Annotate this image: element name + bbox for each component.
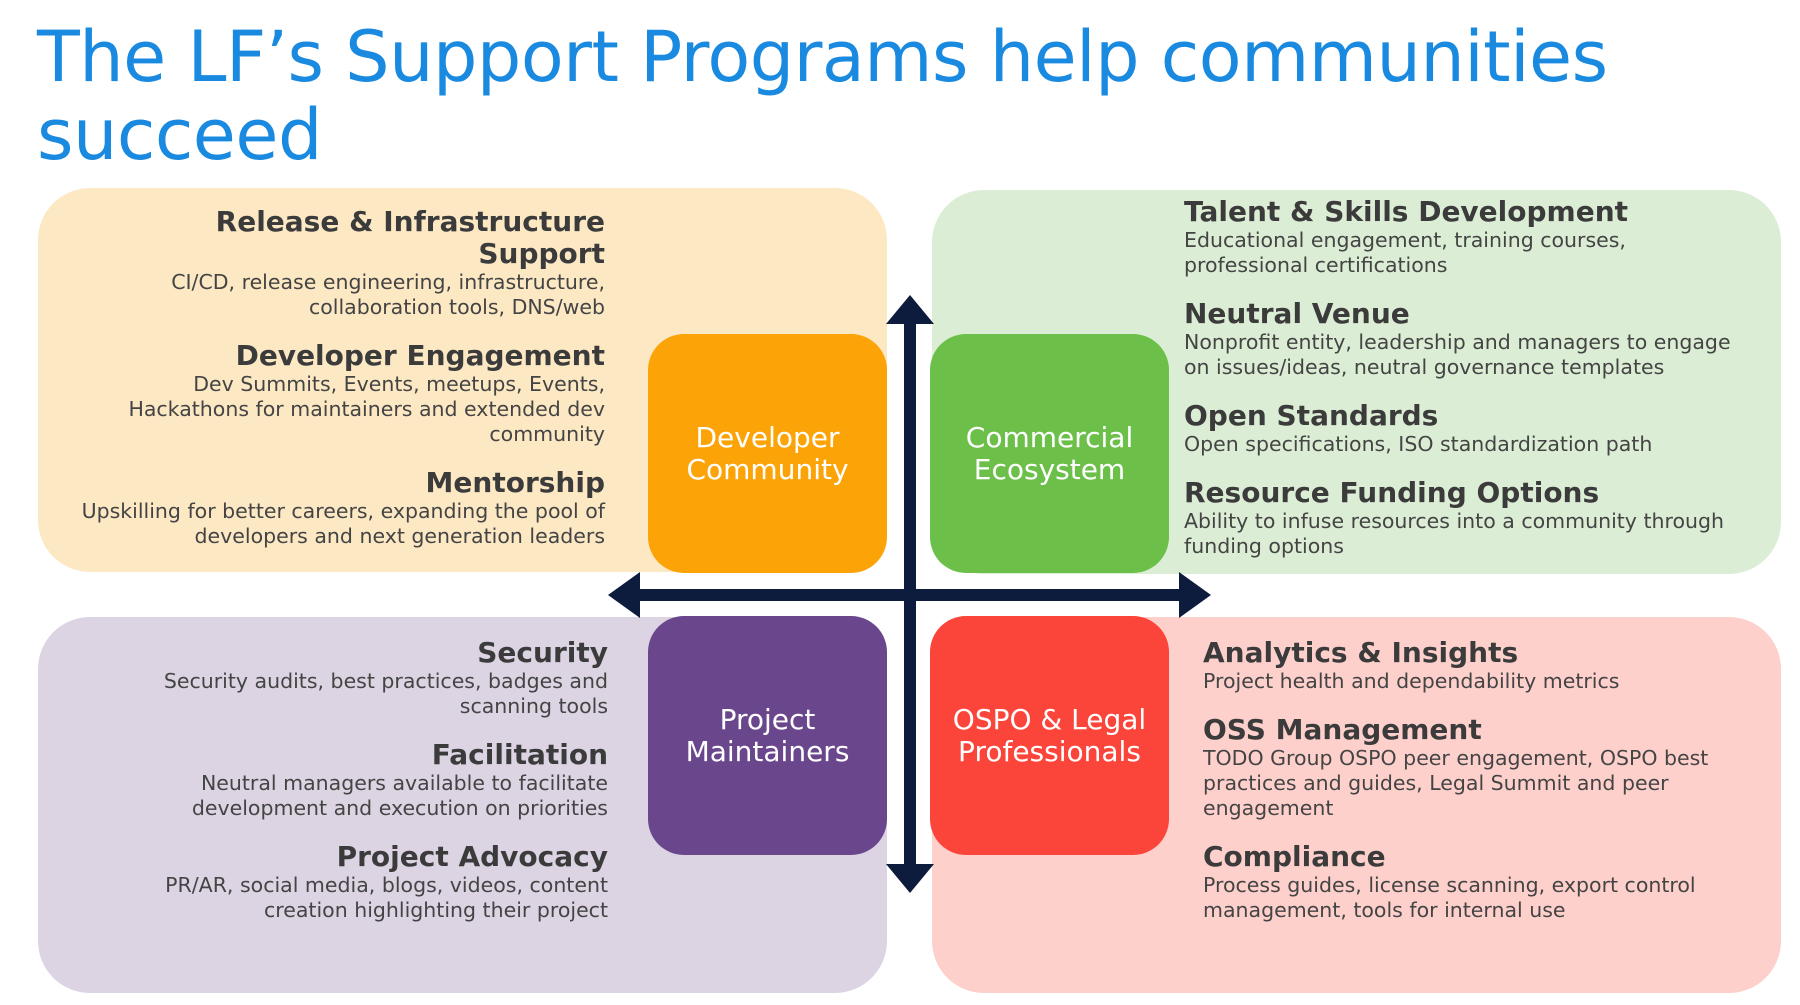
program-description: Neutral managers available to facilitate…: [191, 771, 608, 820]
program-description: TODO Group OSPO peer engagement, OSPO be…: [1203, 746, 1709, 820]
program-description: Upskilling for better careers, expanding…: [81, 499, 605, 548]
program-item: OSS Management TODO Group OSPO peer enga…: [1203, 714, 1748, 821]
ospo-legal-items: Analytics & Insights Project health and …: [1203, 637, 1748, 943]
hub-label-line: OSPO & Legal: [952, 702, 1147, 736]
hub-label-line: Project: [719, 702, 816, 736]
page-title: The LF’s Support Programs help communiti…: [37, 16, 1608, 176]
program-heading: Compliance: [1203, 840, 1386, 873]
commercial-ecosystem-hub: Commercial Ecosystem: [930, 334, 1169, 573]
program-description: Open specifications, ISO standardization…: [1184, 432, 1653, 456]
hub-label-line: Ecosystem: [973, 452, 1126, 486]
program-item: Facilitation Neutral managers available …: [80, 739, 608, 821]
program-heading: Project Advocacy: [336, 840, 608, 873]
program-description: Nonprofit entity, leadership and manager…: [1184, 330, 1731, 379]
ospo-legal-hub: OSPO & Legal Professionals: [930, 616, 1169, 855]
program-heading: Mentorship: [425, 466, 605, 499]
program-item: Talent & Skills Development Educational …: [1184, 196, 1744, 278]
program-item: Neutral Venue Nonprofit entity, leadersh…: [1184, 298, 1744, 380]
program-description: CI/CD, release engineering, infrastructu…: [171, 270, 605, 319]
arrow-up-icon: [886, 295, 934, 324]
hub-label-line: Community: [686, 452, 849, 486]
program-item: Project Advocacy PR/AR, social media, bl…: [80, 841, 608, 923]
program-item: Analytics & Insights Project health and …: [1203, 637, 1748, 694]
program-item: Security Security audits, best practices…: [80, 637, 608, 719]
program-description: Dev Summits, Events, meetups, Events, Ha…: [128, 372, 605, 446]
commercial-ecosystem-items: Talent & Skills Development Educational …: [1184, 196, 1744, 579]
program-description: Ability to infuse resources into a commu…: [1184, 509, 1725, 558]
program-item: Release & Infrastructure Support CI/CD, …: [80, 206, 605, 320]
program-description: Project health and dependability metrics: [1203, 669, 1620, 693]
program-description: PR/AR, social media, blogs, videos, cont…: [165, 873, 608, 922]
program-description: Process guides, license scanning, export…: [1203, 873, 1696, 922]
program-item: Resource Funding Options Ability to infu…: [1184, 477, 1744, 559]
program-heading: Security: [477, 636, 608, 669]
arrow-left-icon: [608, 572, 640, 618]
program-description: Security audits, best practices, badges …: [163, 669, 608, 718]
program-heading: Talent & Skills Development: [1184, 195, 1629, 228]
program-heading: Analytics & Insights: [1203, 636, 1519, 669]
program-heading: Neutral Venue: [1184, 297, 1410, 330]
hub-label-line: Developer: [695, 420, 840, 454]
developer-community-items: Release & Infrastructure Support CI/CD, …: [80, 206, 605, 569]
program-heading: Facilitation: [431, 738, 608, 771]
program-item: Developer Engagement Dev Summits, Events…: [80, 340, 605, 447]
program-item: Compliance Process guides, license scann…: [1203, 841, 1748, 923]
hub-label-line: Commercial: [965, 420, 1134, 454]
arrow-down-icon: [886, 864, 934, 893]
hub-label-line: Professionals: [958, 734, 1141, 768]
program-item: Open Standards Open specifications, ISO …: [1184, 400, 1744, 457]
program-heading: OSS Management: [1203, 713, 1482, 746]
arrow-right-icon: [1179, 572, 1211, 618]
program-heading: Resource Funding Options: [1184, 476, 1600, 509]
developer-community-hub: Developer Community: [648, 334, 887, 573]
program-description: Educational engagement, training courses…: [1184, 228, 1626, 277]
program-item: Mentorship Upskilling for better careers…: [80, 467, 605, 549]
hub-label-line: Maintainers: [685, 734, 850, 768]
program-heading: Developer Engagement: [235, 339, 605, 372]
project-maintainers-items: Security Security audits, best practices…: [80, 637, 608, 943]
program-heading: Release & Infrastructure Support: [215, 205, 605, 270]
horizontal-axis: [632, 589, 1192, 601]
project-maintainers-hub: Project Maintainers: [648, 616, 887, 855]
program-heading: Open Standards: [1184, 399, 1439, 432]
